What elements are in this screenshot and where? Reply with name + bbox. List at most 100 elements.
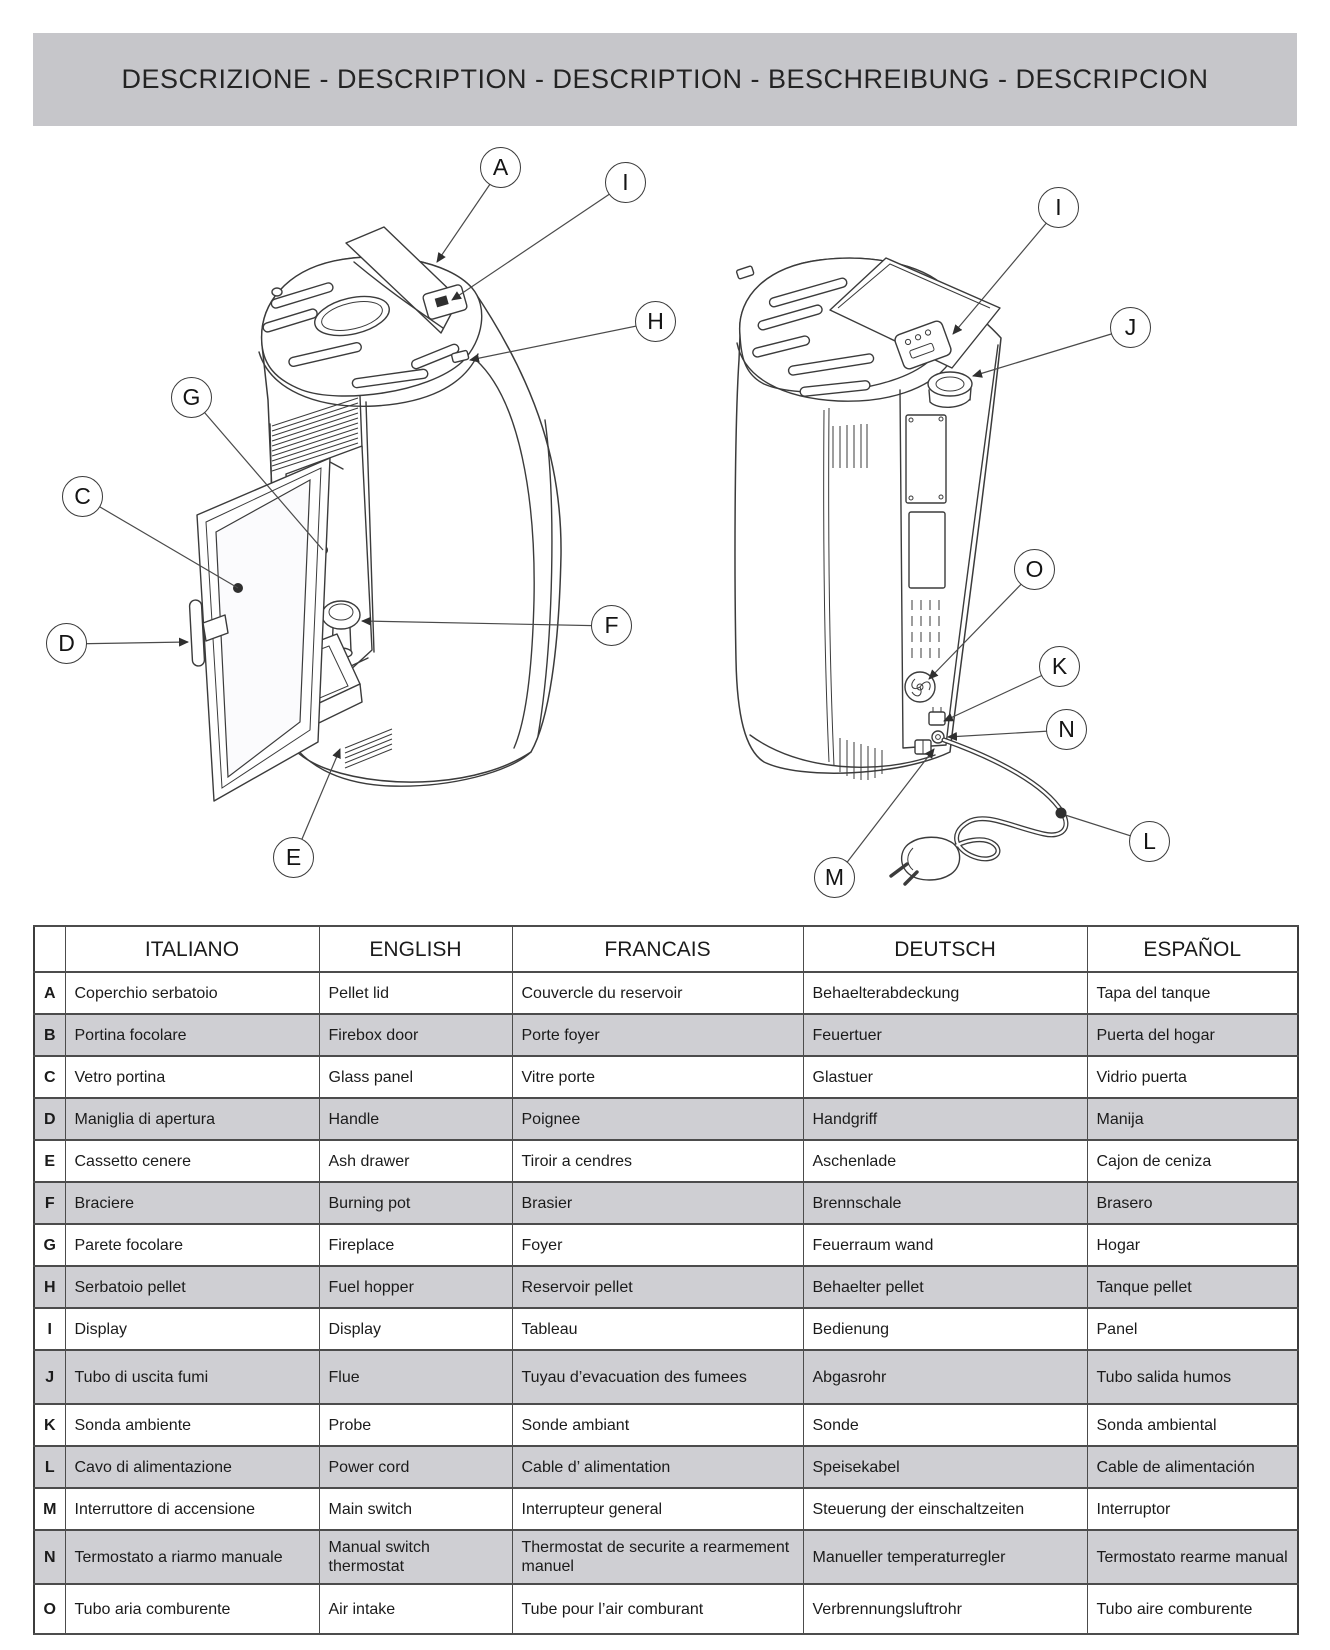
callout-letter: L <box>1143 828 1156 854</box>
header-cell-english: ENGLISH <box>318 925 513 973</box>
row-letter: D <box>33 1097 66 1141</box>
cell: Sonde <box>802 1403 1088 1447</box>
cell: Fuel hopper <box>318 1265 513 1309</box>
callout-n: N <box>1046 709 1087 750</box>
row-letter: H <box>33 1265 66 1309</box>
callout-c: C <box>62 476 103 517</box>
lower-vents <box>839 738 883 780</box>
cell: Vetro portina <box>64 1055 320 1099</box>
cell: Foyer <box>511 1223 804 1267</box>
callout-d: D <box>46 623 87 664</box>
power-plug <box>889 836 961 886</box>
cell: Power cord <box>318 1445 513 1489</box>
callout-a: A <box>480 147 521 188</box>
cell: Fireplace <box>318 1223 513 1267</box>
cell: Termostato rearme manual <box>1086 1529 1299 1585</box>
cell: Tapa del tanque <box>1086 971 1299 1015</box>
cell: Tubo aria comburente <box>64 1583 320 1635</box>
cell: Display <box>64 1307 320 1351</box>
cell: Porte foyer <box>511 1013 804 1057</box>
air-intake-fan <box>904 671 936 703</box>
cell: Brennschale <box>802 1181 1088 1225</box>
cell: Speisekabel <box>802 1445 1088 1489</box>
cell: Sonda ambiente <box>64 1403 320 1447</box>
stove-front-view <box>188 226 562 802</box>
callout-h: H <box>635 301 676 342</box>
callout-i-front: I <box>605 162 646 203</box>
cell: Tableau <box>511 1307 804 1351</box>
cell: Handle <box>318 1097 513 1141</box>
cell: Bedienung <box>802 1307 1088 1351</box>
cell: Sonda ambiental <box>1086 1403 1299 1447</box>
rear-base-edge <box>749 734 936 768</box>
cell: Behaelterabdeckung <box>802 971 1088 1015</box>
cell: Brasier <box>511 1181 804 1225</box>
cell: Brasero <box>1086 1181 1299 1225</box>
callout-letter: O <box>1025 556 1044 582</box>
header-cell-francais: FRANCAIS <box>511 925 804 973</box>
row-letter: O <box>33 1583 66 1635</box>
row-letter: I <box>33 1307 66 1351</box>
cell: Manija <box>1086 1097 1299 1141</box>
cell: Interrupteur general <box>511 1487 804 1531</box>
row-letter: L <box>33 1445 66 1489</box>
cell: Air intake <box>318 1583 513 1635</box>
flue-outlet <box>927 371 973 408</box>
cell: Termostato a riarmo manuale <box>64 1529 320 1585</box>
cell: Couvercle du reservoir <box>511 971 804 1015</box>
row-letter: J <box>33 1349 66 1405</box>
cell: Burning pot <box>318 1181 513 1225</box>
page-title-bar: DESCRIZIONE - DESCRIPTION - DESCRIPTION … <box>33 33 1297 126</box>
parts-table: ITALIANO ENGLISH FRANCAIS DEUTSCH ESPAÑO… <box>33 925 1299 1635</box>
display-keypad <box>894 320 952 370</box>
row-letter: M <box>33 1487 66 1531</box>
callout-j: J <box>1110 307 1151 348</box>
row-letter: F <box>33 1181 66 1225</box>
base-edge <box>281 725 532 787</box>
callout-letter: D <box>58 630 75 656</box>
cell: Feuertuer <box>802 1013 1088 1057</box>
cell: Steuerung der einschaltzeiten <box>802 1487 1088 1531</box>
cell: Display <box>318 1307 513 1351</box>
cell: Tanque pellet <box>1086 1265 1299 1309</box>
cell: Tube pour l’air comburant <box>511 1583 804 1635</box>
callout-letter: C <box>74 483 91 509</box>
cell: Tuyau d’evacuation des fumees <box>511 1349 804 1405</box>
callout-k: K <box>1039 646 1080 687</box>
cell: Flue <box>318 1349 513 1405</box>
callout-f: F <box>591 605 632 646</box>
cell: Glass panel <box>318 1055 513 1099</box>
cell: Parete focolare <box>64 1223 320 1267</box>
door-handle <box>188 599 229 667</box>
cell: Tubo di uscita fumi <box>64 1349 320 1405</box>
parts-table-container: ITALIANO ENGLISH FRANCAIS DEUTSCH ESPAÑO… <box>33 925 1299 1635</box>
top-grille-slots-front <box>262 282 460 389</box>
header-cell-espanol: ESPAÑOL <box>1086 925 1299 973</box>
cord-dot <box>1055 807 1067 819</box>
cell: Vidrio puerta <box>1086 1055 1299 1099</box>
cell: Ash drawer <box>318 1139 513 1183</box>
header-cell-italiano: ITALIANO <box>64 925 320 973</box>
callout-letter: K <box>1051 653 1068 679</box>
cell: Verbrennungsluftrohr <box>802 1583 1088 1635</box>
cell: Thermostat de securite a rearmement manu… <box>511 1529 804 1585</box>
cell: Cable de alimentación <box>1086 1445 1299 1489</box>
callout-letter: A <box>492 154 509 180</box>
rear-channel <box>899 344 999 749</box>
cell: Serbatoio pellet <box>64 1265 320 1309</box>
callout-letter: N <box>1058 716 1075 742</box>
upper-vents <box>832 424 868 468</box>
door-glass <box>215 478 311 779</box>
row-letter: B <box>33 1013 66 1057</box>
cell: Tubo aire comburente <box>1086 1583 1299 1635</box>
thermostat-reset <box>931 730 945 744</box>
cell: Cable d’ alimentation <box>511 1445 804 1489</box>
cell: Manual switch thermostat <box>318 1529 513 1585</box>
